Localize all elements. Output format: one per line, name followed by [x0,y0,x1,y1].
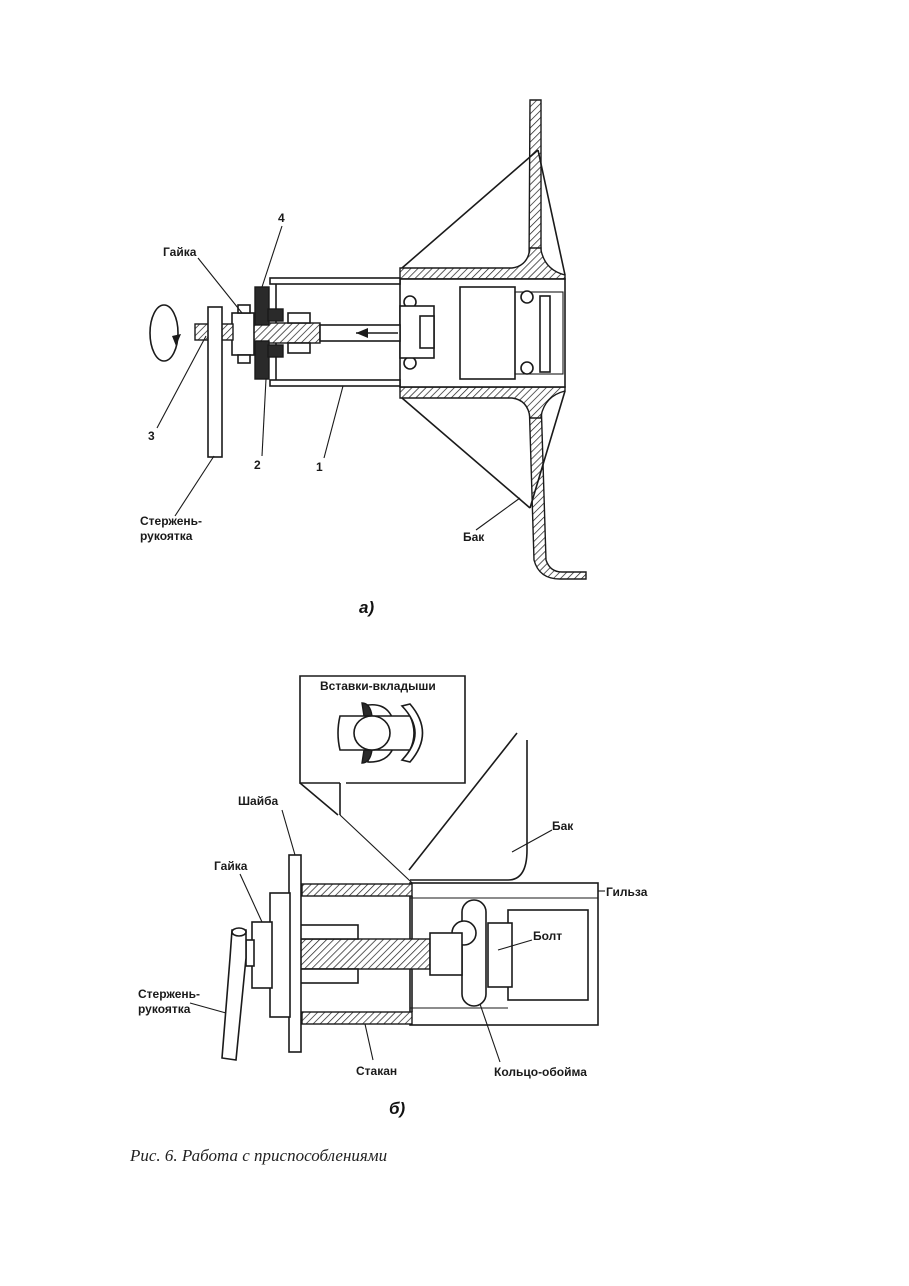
label-washer-b: Шайба [238,794,279,808]
label-2-a: 2 [254,458,261,472]
sub-label-b: б) [389,1099,406,1118]
label-cup-b: Стакан [356,1064,397,1078]
cup-wall-bottom-b [301,1011,413,1025]
tank-outline-b [410,740,528,881]
sub-label-a: а) [359,598,374,617]
washer-2-a [254,340,270,380]
inset-box-b [299,675,466,784]
label-rod-b-line2: рукоятка [138,1002,191,1016]
label-tank-b: Бак [552,819,574,833]
label-nut-b: Гайка [214,859,248,873]
tank-wall-lower-a [528,397,587,580]
label-1-a: 1 [316,460,323,474]
washer-4-a [254,286,270,326]
label-rod-a-line1: Стержень- [140,514,202,528]
label-nut-a: Гайка [163,245,197,259]
nut-b [269,892,291,1018]
label-3-a: 3 [148,429,155,443]
label-rod-b-line1: Стержень- [138,987,200,1001]
label-ring-b: Кольцо-обойма [494,1065,587,1079]
label-sleeve-b: Гильза [606,885,648,899]
puller-cup-a [269,277,401,285]
flange-bottom-a [399,386,566,419]
diagram-a: Гайка 4 3 2 1 Стержень- рукоятка Бак а) [140,99,587,617]
nut-a [231,312,255,356]
diagram-b: Вставки-вкладыши Шайба Гайка Стержень- р… [138,675,648,1118]
screw-a [249,322,321,344]
handle-rod-a [207,306,223,458]
cup-wall-top-b [301,883,413,897]
label-inserts-b: Вставки-вкладыши [320,679,436,693]
label-rod-a-line2: рукоятка [140,529,193,543]
flange-top-a [399,247,566,280]
label-tank-a: Бак [463,530,485,544]
ring-b [461,899,487,1007]
handle-rod-b [221,929,247,1061]
shaft-body-a [459,286,516,380]
figure-caption: Рис. 6. Работа с приспособлениями [129,1146,387,1165]
tank-wall-a [528,99,542,269]
label-bolt-b: Болт [533,929,562,943]
screw-b [299,938,431,970]
label-4-a: 4 [278,211,285,225]
inserts-icon [337,702,424,764]
